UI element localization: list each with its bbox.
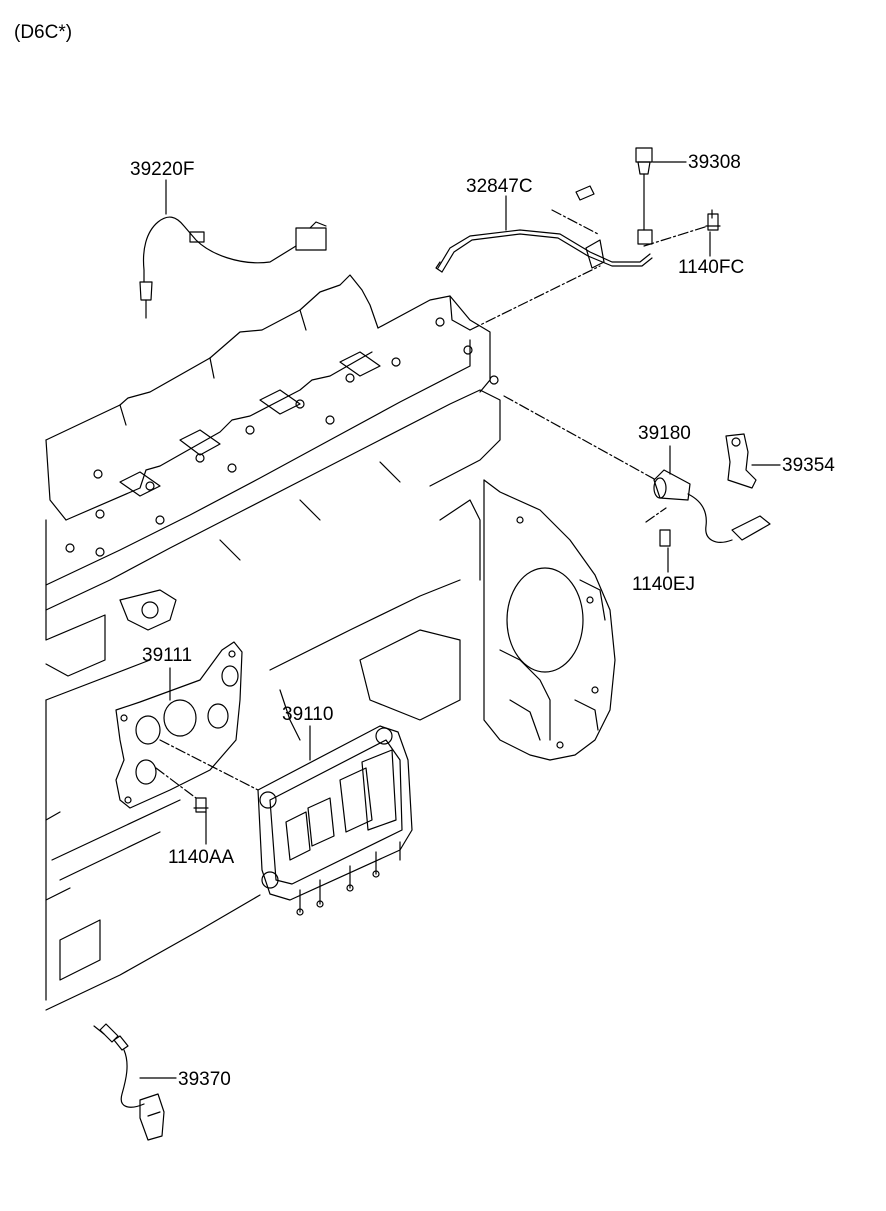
part-label-39110: 39110 <box>282 704 334 725</box>
pressure-pipe-32847C <box>436 230 652 272</box>
assembly-lines <box>156 210 708 798</box>
bolts <box>194 186 720 812</box>
crank-sensor-39180 <box>654 470 770 542</box>
part-label-1140EJ: 1140EJ <box>632 574 696 595</box>
gasket-39111 <box>116 642 242 808</box>
coolant-temp-sensor-39370 <box>94 1024 164 1140</box>
part-label-1140AA: 1140AA <box>168 847 235 868</box>
part-label-32847C: 32847C <box>466 176 533 197</box>
part-label-39308: 39308 <box>688 152 741 173</box>
pressure-sensor-39308 <box>636 148 652 244</box>
label-leaders <box>140 162 780 1078</box>
part-label-1140FC: 1140FC <box>678 257 745 278</box>
ecu-39110 <box>258 726 412 915</box>
part-label-39354: 39354 <box>782 455 835 476</box>
part-label-39370: 39370 <box>178 1069 231 1090</box>
part-label-39180: 39180 <box>638 423 691 444</box>
part-label-39111: 39111 <box>142 645 193 666</box>
engine-block <box>46 275 615 1010</box>
bracket-39354 <box>726 434 756 488</box>
exhaust-temp-sensor-39220F <box>140 217 326 318</box>
part-label-39220F: 39220F <box>130 159 195 180</box>
model-code-header: (D6C*) <box>14 22 73 43</box>
